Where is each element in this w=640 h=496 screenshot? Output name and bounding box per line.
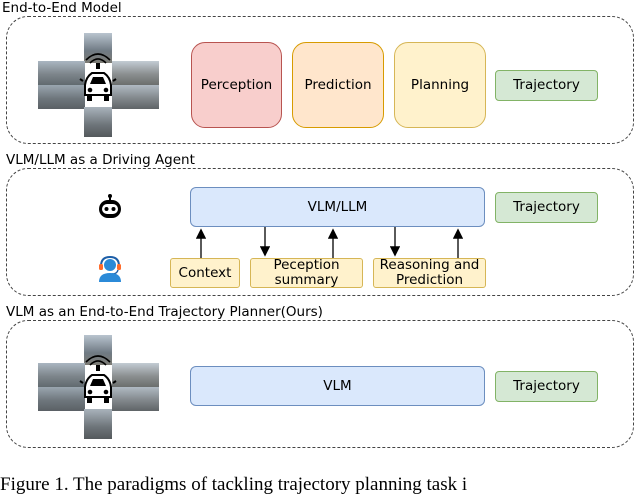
camera-tile-back-right [112, 85, 159, 109]
vlm-llm-box: VLM/LLM [190, 187, 485, 227]
section-title-end-to-end: End-to-End Model [2, 0, 122, 16]
section-title-driving-agent: VLM/LLM as a Driving Agent [6, 152, 195, 168]
camera-tile-back [84, 409, 112, 439]
trajectory-box-end-to-end: Trajectory [495, 70, 598, 101]
camera-tile-back [84, 107, 112, 137]
camera-tile-back-left [38, 387, 85, 411]
reasoning-prediction-line2: Prediction [395, 272, 464, 288]
figure-caption: Figure 1. The paradigms of tackling traj… [0, 474, 468, 495]
car-icon [79, 355, 117, 403]
vlm-box: VLM [190, 366, 485, 406]
camera-mosaic-top [38, 33, 159, 137]
camera-tile-front-left [38, 61, 85, 85]
stage-planning: Planning [394, 42, 486, 128]
section-title-planner: VLM as an End-to-End Trajectory Planner(… [6, 304, 323, 320]
camera-tile-back-right [112, 387, 159, 411]
perception-summary-line2: summary [274, 272, 339, 288]
panel-end-to-end [6, 16, 634, 144]
context-box: Context [170, 258, 240, 288]
camera-tile-back-left [38, 85, 85, 109]
panel-driving-agent [6, 168, 634, 296]
camera-tile-front-right [112, 61, 159, 85]
perception-summary-box: Peception summary [250, 258, 363, 288]
camera-tile-front-right [112, 363, 159, 387]
trajectory-box-planner: Trajectory [495, 371, 598, 402]
camera-tile-front-left [38, 363, 85, 387]
robot-icon [99, 194, 121, 218]
reasoning-prediction-box: Reasoning and Prediction [373, 258, 486, 288]
trajectory-box-driving-agent: Trajectory [495, 192, 598, 223]
stage-prediction: Prediction [292, 42, 384, 128]
perception-summary-line1: Peception [273, 257, 340, 273]
panel-planner [6, 320, 634, 448]
stage-perception: Perception [191, 42, 282, 128]
reasoning-prediction-line1: Reasoning and [379, 257, 480, 273]
camera-mosaic-bottom [38, 335, 159, 439]
car-icon [79, 53, 117, 101]
user-headset-icon [99, 255, 121, 282]
context-label: Context [178, 264, 232, 281]
agent-arrows [195, 227, 464, 258]
